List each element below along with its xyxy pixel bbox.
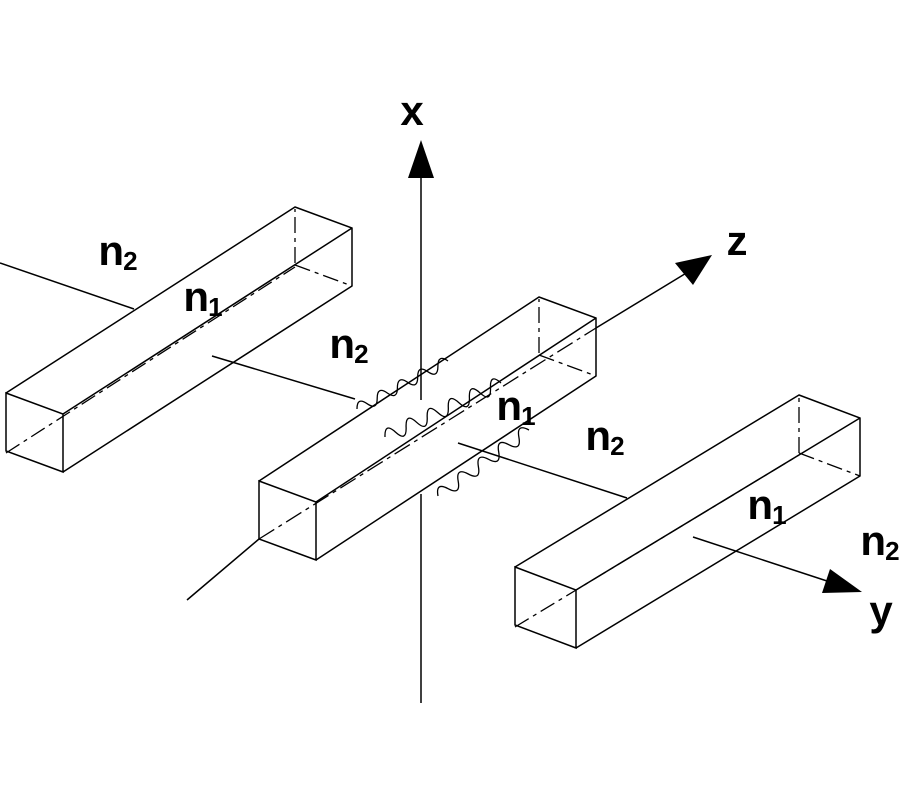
x-axis-label: x — [400, 87, 424, 135]
bar-lower-right-wireframe — [514, 394, 861, 650]
coupling-wave-lower — [436, 427, 530, 497]
waveguide-bar-upper-left — [5, 206, 353, 474]
coupling-field-waves — [356, 357, 530, 497]
waveguide-bar-lower-right — [514, 394, 861, 650]
bar-lower-right-hidden-edges — [514, 397, 861, 628]
y-axis — [0, 262, 862, 593]
label-n2-right-of-central: n2 — [585, 412, 625, 461]
bar-upper-left-wireframe — [5, 206, 353, 474]
z-axis — [186, 255, 712, 601]
x-axis — [408, 140, 434, 703]
z-axis-line — [186, 271, 689, 601]
x-axis-arrowhead-icon — [408, 140, 434, 178]
bar-upper-left-hidden-edges — [5, 209, 353, 454]
z-axis-hidden-line — [258, 327, 597, 540]
coupling-wave-middle — [384, 378, 502, 438]
y-axis-arrowhead-icon — [822, 569, 862, 593]
z-axis-arrowhead-icon — [675, 255, 712, 285]
bar-central-wireframe — [258, 296, 597, 562]
label-n1-upper-left-waveguide: n1 — [183, 273, 223, 322]
y-axis-label: y — [869, 587, 893, 635]
z-axis-label: z — [726, 217, 748, 265]
label-n2-upper-left: n2 — [98, 227, 138, 276]
label-n1-lower-right-waveguide: n1 — [747, 481, 787, 530]
bar-central-hidden-edges — [538, 299, 597, 377]
waveguide-bar-central — [258, 296, 597, 562]
label-n1-central-waveguide: n1 — [496, 382, 536, 431]
coupling-wave-upper — [356, 357, 449, 410]
label-n2-above-central: n2 — [329, 320, 369, 369]
y-axis-line — [0, 262, 828, 582]
label-n2-lower-right: n2 — [860, 517, 900, 566]
